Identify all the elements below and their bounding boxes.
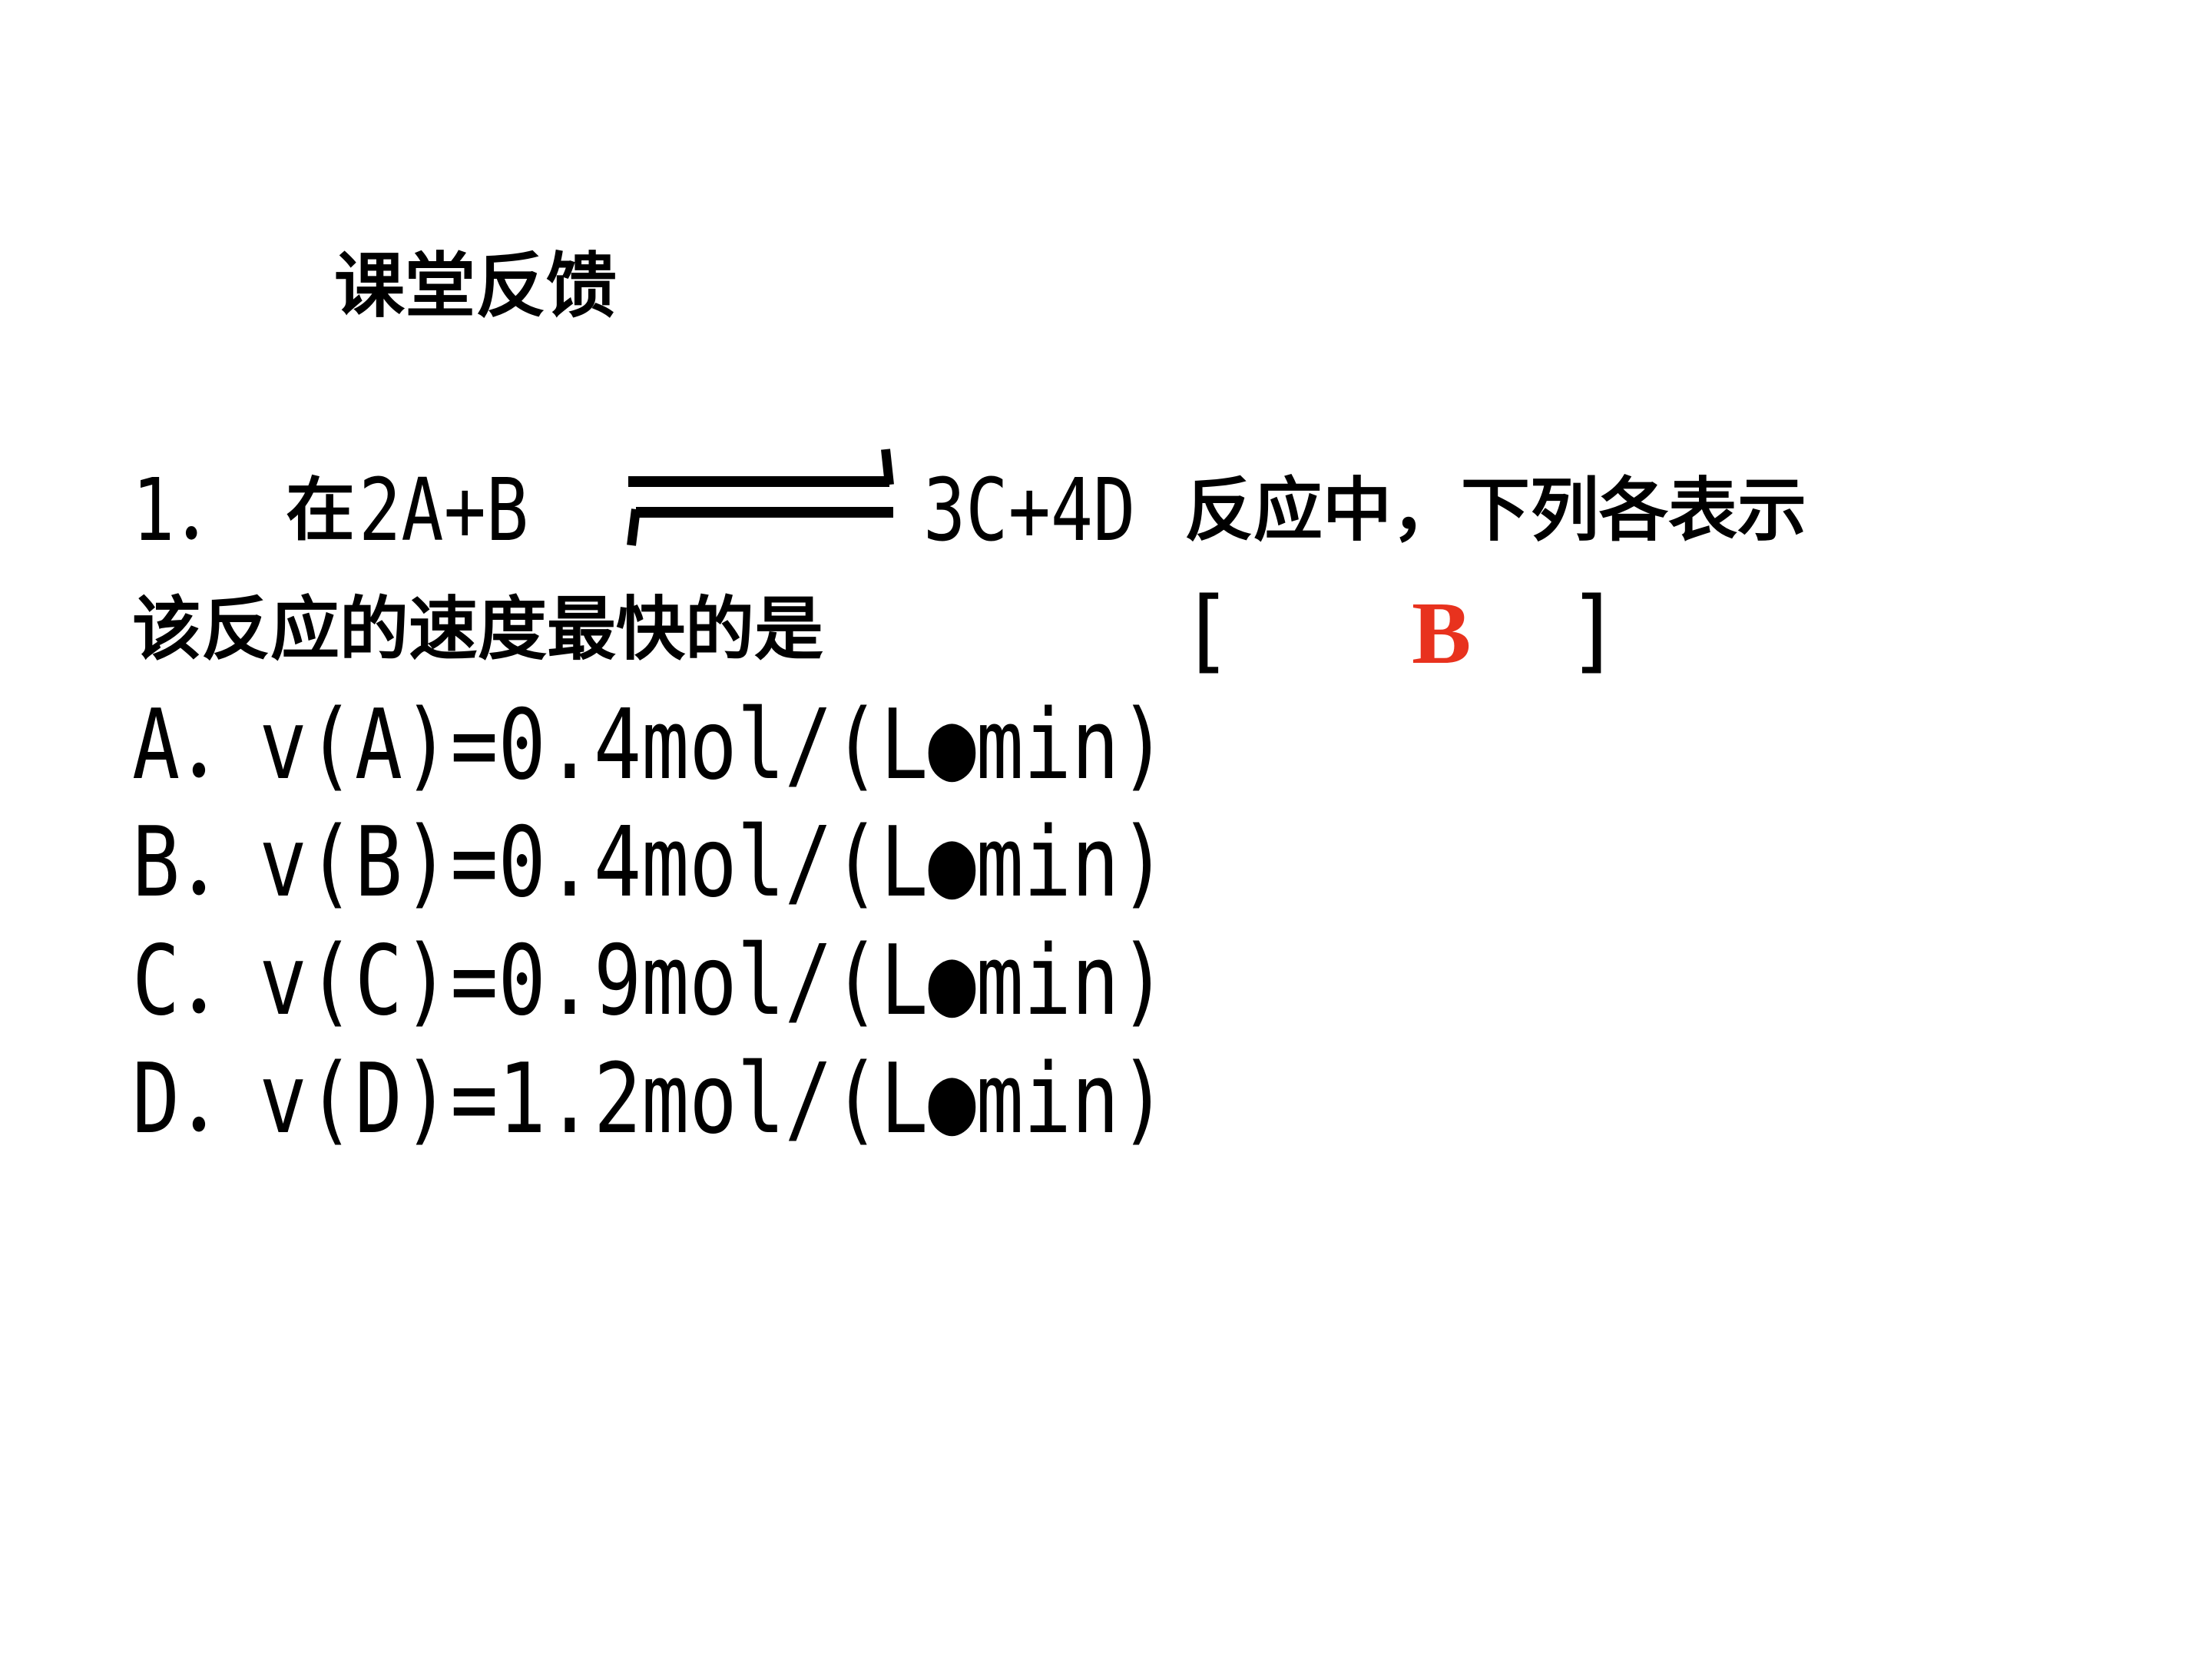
- answer-bracket-open: [: [1179, 577, 1234, 683]
- answer-bracket-close: ]: [1567, 577, 1622, 683]
- equilibrium-arrow-icon: [627, 449, 894, 546]
- slide-heading: 课堂反馈: [334, 245, 618, 327]
- question-prefix: 在: [286, 470, 355, 551]
- reaction-reactants: 2A+B: [359, 461, 529, 561]
- question-mid-text: 反应中，下列各表示: [1184, 470, 1806, 551]
- option-d: D．v(D)=1.2mol/(L●min): [132, 1042, 1167, 1155]
- reaction-products: 3C+4D: [923, 461, 1136, 561]
- answer-letter: B: [1412, 584, 1472, 683]
- question-number: 1．: [132, 461, 246, 561]
- question-second-line: 该反应的速度最快的是: [132, 589, 823, 670]
- option-b: B．v(B)=0.4mol/(L●min): [132, 806, 1167, 919]
- option-a: A．v(A)=0.4mol/(L●min): [132, 688, 1167, 801]
- option-c: C．v(C)=0.9mol/(L●min): [132, 924, 1167, 1037]
